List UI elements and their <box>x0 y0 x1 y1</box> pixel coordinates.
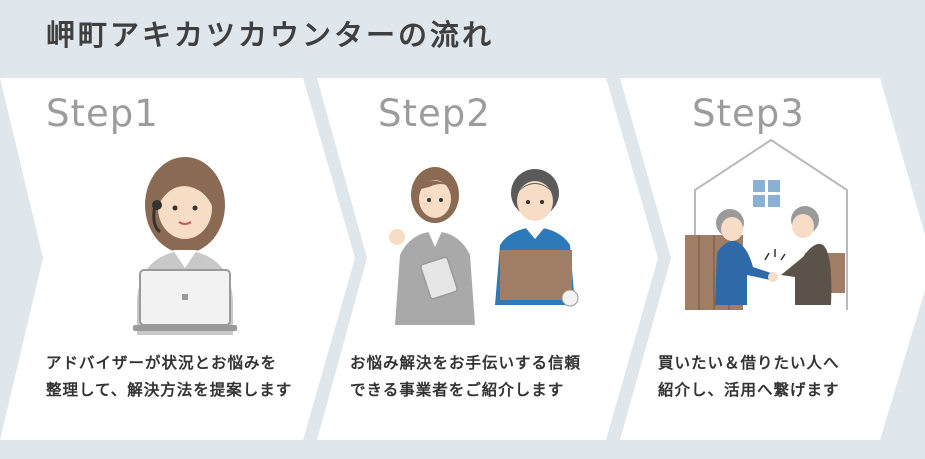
step1-desc: アドバイザーが状況とお悩みを 整理して、解決方法を提案します <box>46 350 292 404</box>
step3-label: Step3 <box>692 92 805 135</box>
step1-label: Step1 <box>46 92 159 135</box>
step3-desc: 買いたい＆借りたい人へ 紹介し、活用へ繋げます <box>658 350 840 404</box>
step1-desc-line1: アドバイザーが状況とお悩みを <box>46 350 292 377</box>
step3-desc-line2: 紹介し、活用へ繋げます <box>658 377 840 404</box>
house-handshake-illustration <box>685 135 857 315</box>
advisor-illustration <box>115 150 255 335</box>
step2-label: Step2 <box>378 92 491 135</box>
step3-desc-line1: 買いたい＆借りたい人へ <box>658 350 840 377</box>
business-illustration <box>385 165 595 325</box>
step2-desc-line1: お悩み解決をお手伝いする信頼 <box>350 350 581 377</box>
step2-desc: お悩み解決をお手伝いする信頼 できる事業者をご紹介します <box>350 350 581 404</box>
step2-desc-line2: できる事業者をご紹介します <box>350 377 581 404</box>
step1-desc-line2: 整理して、解決方法を提案します <box>46 377 292 404</box>
